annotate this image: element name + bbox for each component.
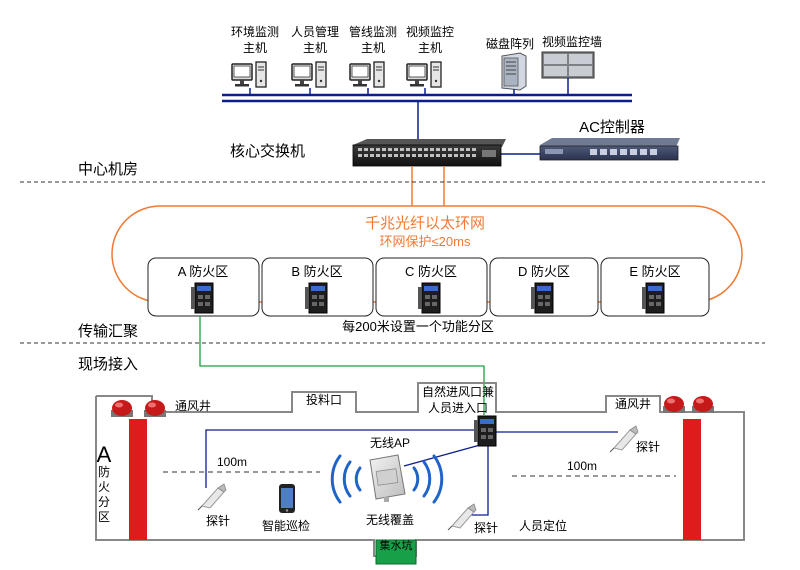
- probe-icon: [609, 425, 639, 453]
- industrial-switch-icon: [417, 282, 441, 314]
- fire-zone-label: A 防火区: [178, 264, 229, 279]
- host-group: 环境监测 主机 人员管理 主机 管线监测 主机 视频监控 主机: [231, 24, 454, 88]
- fiber-uplinks: [411, 166, 445, 206]
- fire-zone-d: D 防火区: [489, 257, 599, 317]
- distance-label-right: 100m: [567, 459, 597, 473]
- warning-beacon-icon: [663, 396, 685, 413]
- smart-patrol: 智能巡检: [262, 484, 310, 533]
- vent-right-label: 通风井: [615, 397, 651, 411]
- zone-char: 分: [98, 495, 110, 509]
- probe-bottom: 探针: [447, 503, 498, 535]
- zone-a-uplink: [199, 316, 485, 415]
- fire-zone-label: E 防火区: [629, 264, 680, 279]
- access-point-icon: [369, 454, 406, 502]
- controller-device-icon: [539, 138, 680, 161]
- zone-char: 区: [98, 510, 110, 524]
- core-switch-icon: [352, 139, 506, 167]
- zone-letter: A: [97, 442, 112, 467]
- sump: 集水坑: [375, 538, 417, 565]
- ring-title: 千兆光纤以太环网: [365, 215, 485, 232]
- network-bus: [222, 93, 632, 140]
- computer-icon: [406, 61, 442, 88]
- host-label-line1: 环境监测: [231, 24, 279, 39]
- host-label-line2: 主机: [303, 41, 327, 55]
- host-label-line1: 人员管理: [291, 24, 339, 39]
- core-switch-label: 核心交换机: [230, 142, 305, 160]
- probe-label: 探针: [636, 439, 660, 454]
- host-label-line2: 主机: [361, 41, 385, 55]
- fiber-ring: 千兆光纤以太环网 环网保护≤20ms: [111, 205, 743, 303]
- probe-right-top: 探针: [609, 425, 660, 454]
- host-label-line1: 管线监测: [349, 24, 397, 39]
- fire-zone-e: E 防火区: [600, 257, 710, 317]
- probe-label: 探针: [474, 520, 498, 535]
- inlet-label-line2: 人员进入口: [428, 401, 488, 415]
- inlet-label-line1: 自然进风口兼: [422, 384, 494, 399]
- zone-vertical-label: 防 火 分 区: [98, 464, 110, 524]
- video-wall: 视频监控墙: [541, 34, 602, 79]
- host-personnel-management: 人员管理 主机: [291, 24, 339, 88]
- sump-label: 集水坑: [380, 538, 413, 552]
- disk-array-label: 磁盘阵列: [486, 36, 534, 51]
- vent-shaft-left: 通风井: [111, 399, 211, 417]
- server-rack-icon: [501, 52, 527, 91]
- vent-shaft-right: 通风井: [615, 396, 714, 413]
- industrial-switch-icon: [190, 282, 214, 314]
- host-label-line2: 主机: [243, 41, 267, 55]
- wireless-ap: 无线AP 无线覆盖: [330, 436, 444, 527]
- industrial-switch-icon: [641, 282, 665, 314]
- warning-beacon-icon: [144, 400, 166, 417]
- fire-zone-row: A 防火区 B 防火区 C 防火区 D 防火区 E 防火区: [147, 257, 710, 317]
- fire-zone-a: A 防火区: [147, 257, 260, 317]
- computer-icon: [231, 61, 267, 88]
- warning-beacon-icon: [692, 396, 714, 413]
- disk-array: 磁盘阵列: [486, 36, 534, 91]
- host-video-monitor: 视频监控 主机: [406, 24, 454, 88]
- positioning-label: 人员定位: [519, 518, 567, 533]
- core-switch: 核心交换机: [230, 139, 506, 167]
- fire-zone-c: C 防火区: [375, 257, 488, 317]
- fire-zone-note: 每200米设置一个功能分区: [342, 319, 494, 334]
- zone-label-transport: 传输汇聚: [78, 323, 138, 340]
- tunnel-wiring: [205, 429, 618, 516]
- fire-zone-label: C 防火区: [405, 264, 457, 279]
- warning-beacon-icon: [111, 400, 133, 417]
- fire-zone-label: D 防火区: [518, 264, 570, 279]
- ac-controller-label: AC控制器: [579, 119, 645, 136]
- wireless-ap-label: 无线AP: [370, 436, 410, 450]
- tunnel-switch-icon: [473, 415, 497, 447]
- fire-door-right: [683, 419, 701, 540]
- probe-icon: [197, 483, 227, 511]
- probe-icon: [447, 503, 477, 531]
- video-wall-label: 视频监控墙: [542, 34, 602, 49]
- zone-label-field: 现场接入: [78, 356, 138, 373]
- patrol-label: 智能巡检: [262, 518, 310, 533]
- video-wall-icon: [541, 51, 595, 79]
- zone-label-center: 中心机房: [78, 161, 138, 178]
- probe-left: 探针: [197, 483, 230, 528]
- ring-subtitle: 环网保护≤20ms: [380, 234, 471, 249]
- fire-zone-label: B 防火区: [291, 264, 342, 279]
- zone-char: 火: [98, 480, 110, 494]
- industrial-switch-icon: [304, 282, 328, 314]
- vent-left-label: 通风井: [175, 399, 211, 413]
- feed-port-label: 投料口: [306, 392, 342, 407]
- distance-label-left: 100m: [217, 455, 247, 469]
- ac-controller: AC控制器: [539, 119, 680, 161]
- wireless-cover-label: 无线覆盖: [366, 513, 414, 527]
- fire-zone-b: B 防火区: [261, 257, 374, 317]
- computer-icon: [291, 61, 327, 88]
- host-pipeline-monitor: 管线监测 主机: [349, 24, 397, 88]
- phone-icon: [279, 484, 295, 513]
- industrial-switch-icon: [530, 282, 554, 314]
- host-env-monitor: 环境监测 主机: [231, 24, 279, 88]
- host-label-line2: 主机: [418, 41, 442, 55]
- fire-door-left: [129, 419, 147, 540]
- probe-label: 探针: [206, 513, 230, 528]
- zone-char: 防: [98, 464, 110, 479]
- computer-icon: [349, 61, 385, 88]
- host-label-line1: 视频监控: [406, 24, 454, 39]
- wifi-waves-icon: [330, 454, 444, 504]
